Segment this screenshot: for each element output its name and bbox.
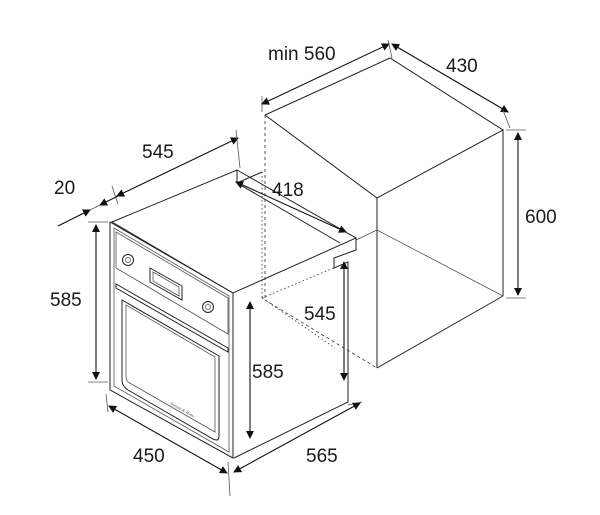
- left-knob-icon: [122, 254, 134, 266]
- door-window: [121, 299, 220, 441]
- label-niche-depth: 430: [446, 56, 478, 77]
- label-front-height: 585: [50, 290, 82, 311]
- dim-door-thickness: [57, 195, 119, 227]
- display-icon: [149, 267, 183, 301]
- dim-niche-height: [506, 129, 526, 299]
- dim-body-depth: [235, 181, 347, 233]
- niche-box: [264, 57, 504, 369]
- label-oven-depth: 545: [142, 142, 174, 163]
- label-inner-height: 545: [304, 304, 336, 325]
- right-knob-icon: [202, 301, 214, 313]
- dim-front-height: [88, 221, 108, 383]
- label-total-depth: 565: [306, 446, 338, 467]
- dim-niche-depth: [391, 43, 511, 129]
- label-door-thickness: 20: [54, 178, 75, 199]
- label-niche-height: 600: [525, 207, 557, 228]
- dim-total-depth: [233, 401, 363, 473]
- label-niche-width: min 560: [268, 44, 336, 65]
- dim-oven-width: [105, 393, 231, 497]
- dim-oven-depth: [111, 129, 241, 205]
- label-side-height: 585: [252, 362, 284, 383]
- label-body-depth: 418: [272, 180, 304, 201]
- door-handle: [115, 283, 229, 353]
- label-oven-width: 450: [133, 446, 165, 467]
- oven-front: Zanussi B. Home: [109, 221, 234, 459]
